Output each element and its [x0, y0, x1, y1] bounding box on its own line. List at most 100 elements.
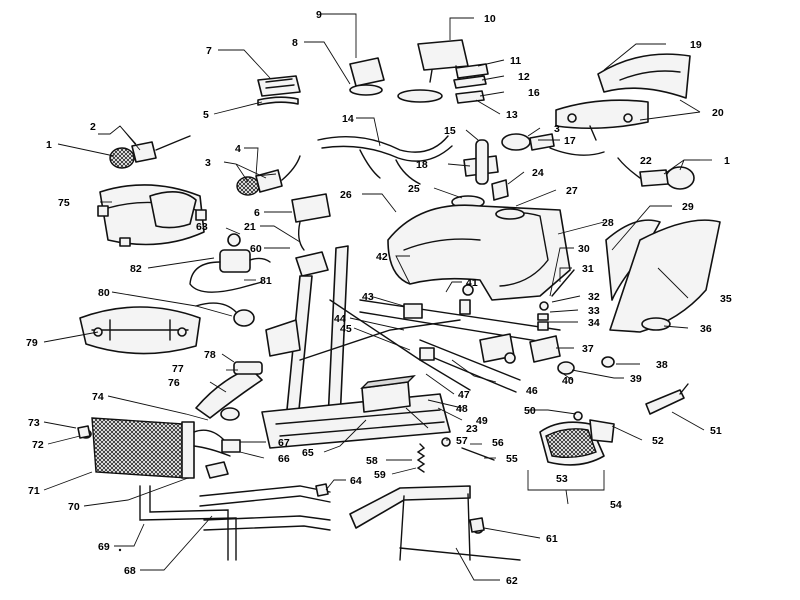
- part-fasteners-right: [537, 269, 615, 375]
- part-headlight-housing: [97, 184, 207, 247]
- callout-19: 19: [690, 39, 702, 51]
- callout-48: 48: [456, 403, 468, 415]
- callout-4: 4: [235, 143, 241, 155]
- callout-42: 42: [376, 251, 388, 263]
- callout-57: 57: [456, 435, 468, 447]
- callout-60: 60: [250, 243, 262, 255]
- callout-61: 61: [546, 533, 558, 545]
- part-pipes-lower-left: [139, 485, 331, 561]
- part-turn-signal-right: [617, 157, 695, 190]
- part-small-bolts: [77, 425, 485, 533]
- callout-63: 63: [196, 221, 208, 233]
- callout-50: 50: [524, 405, 536, 417]
- part-gauge-housing: [349, 57, 385, 96]
- callout-70: 70: [68, 501, 80, 513]
- callout-labels: 1 1 2 3 3 4 5 6 7 8 9 10 11 12 13 14 15 …: [26, 9, 732, 587]
- callout-75: 75: [58, 197, 70, 209]
- callout-35: 35: [720, 293, 732, 305]
- callout-46: 46: [526, 385, 538, 397]
- leader-lines: [43, 13, 712, 581]
- callout-66: 66: [278, 453, 290, 465]
- part-center-stand: [349, 485, 521, 561]
- callout-1: 1: [46, 139, 52, 151]
- part-rear-frame-tubes: [359, 284, 561, 393]
- part-side-panel: [605, 219, 721, 333]
- callout-13: 13: [506, 109, 518, 121]
- callout-33: 33: [588, 305, 600, 317]
- part-ignition-switch: [189, 233, 271, 293]
- callout-58: 58: [366, 455, 378, 467]
- callout-65: 65: [302, 447, 314, 459]
- callout-51: 51: [710, 425, 722, 437]
- callout-27: 27: [566, 185, 578, 197]
- part-radiator: [80, 417, 195, 479]
- callout-18: 18: [416, 159, 428, 171]
- callout-38: 38: [656, 359, 668, 371]
- callout-29: 29: [682, 201, 694, 213]
- callout-16: 16: [528, 87, 540, 99]
- part-dashboard-panel: [397, 39, 489, 104]
- callout-25: 25: [408, 183, 420, 195]
- callout-79: 79: [26, 337, 38, 349]
- part-wiring-harness: [317, 135, 453, 185]
- callout-40: 40: [562, 375, 574, 387]
- callout-8: 8: [292, 37, 298, 49]
- parts-layer: [77, 39, 721, 561]
- part-cdi-unit: [291, 193, 331, 251]
- part-flasher-relay: [501, 133, 605, 156]
- part-battery: [360, 375, 416, 413]
- callout-82: 82: [130, 263, 142, 275]
- callout-10: 10: [484, 13, 496, 25]
- callout-49: 49: [476, 415, 488, 427]
- callout-34: 34: [588, 317, 600, 329]
- callout-20: 20: [712, 107, 724, 119]
- callout-68: 68: [124, 565, 136, 577]
- callout-3b: 3: [554, 123, 560, 135]
- callout-72: 72: [32, 439, 44, 451]
- callout-43: 43: [362, 291, 374, 303]
- callout-76: 76: [168, 377, 180, 389]
- callout-80: 80: [98, 287, 110, 299]
- callout-53: 53: [556, 473, 568, 485]
- callout-67: 67: [278, 437, 290, 449]
- callout-37: 37: [582, 343, 594, 355]
- part-bracket: [463, 139, 499, 185]
- callout-14: 14: [342, 113, 354, 125]
- callout-44: 44: [334, 313, 346, 325]
- callout-6: 6: [254, 207, 260, 219]
- callout-9: 9: [316, 9, 322, 21]
- callout-73: 73: [28, 417, 40, 429]
- callout-59: 59: [374, 469, 386, 481]
- callout-55: 55: [506, 453, 518, 465]
- part-tool-box: [539, 411, 615, 466]
- part-fuel-tank: [387, 204, 571, 301]
- callout-77: 77: [172, 363, 184, 375]
- part-exhaust-pipe: [195, 361, 263, 421]
- callout-17: 17: [564, 135, 576, 147]
- part-tail-light: [555, 53, 691, 141]
- callout-41: 41: [466, 277, 478, 289]
- callout-52: 52: [652, 435, 664, 447]
- callout-12: 12: [518, 71, 530, 83]
- callout-47: 47: [458, 389, 470, 401]
- callout-54: 54: [610, 499, 622, 511]
- callout-11: 11: [510, 55, 521, 67]
- callout-28: 28: [602, 217, 614, 229]
- callout-64: 64: [350, 475, 362, 487]
- callout-2: 2: [90, 121, 96, 133]
- part-speedometer-bezel: [257, 75, 301, 106]
- part-coolant-hoses: [193, 429, 241, 479]
- callout-7: 7: [206, 45, 212, 57]
- callout-56: 56: [492, 437, 504, 449]
- callout-74: 74: [92, 391, 104, 403]
- callout-26: 26: [340, 189, 352, 201]
- callout-69: 69: [98, 541, 110, 553]
- callout-81: 81: [260, 275, 272, 287]
- part-side-stand: [645, 383, 689, 415]
- part-front-cowl: [79, 302, 255, 355]
- callout-45: 45: [340, 323, 352, 335]
- callout-21: 21: [244, 221, 256, 233]
- callout-30: 30: [578, 243, 590, 255]
- callout-39: 39: [630, 373, 642, 385]
